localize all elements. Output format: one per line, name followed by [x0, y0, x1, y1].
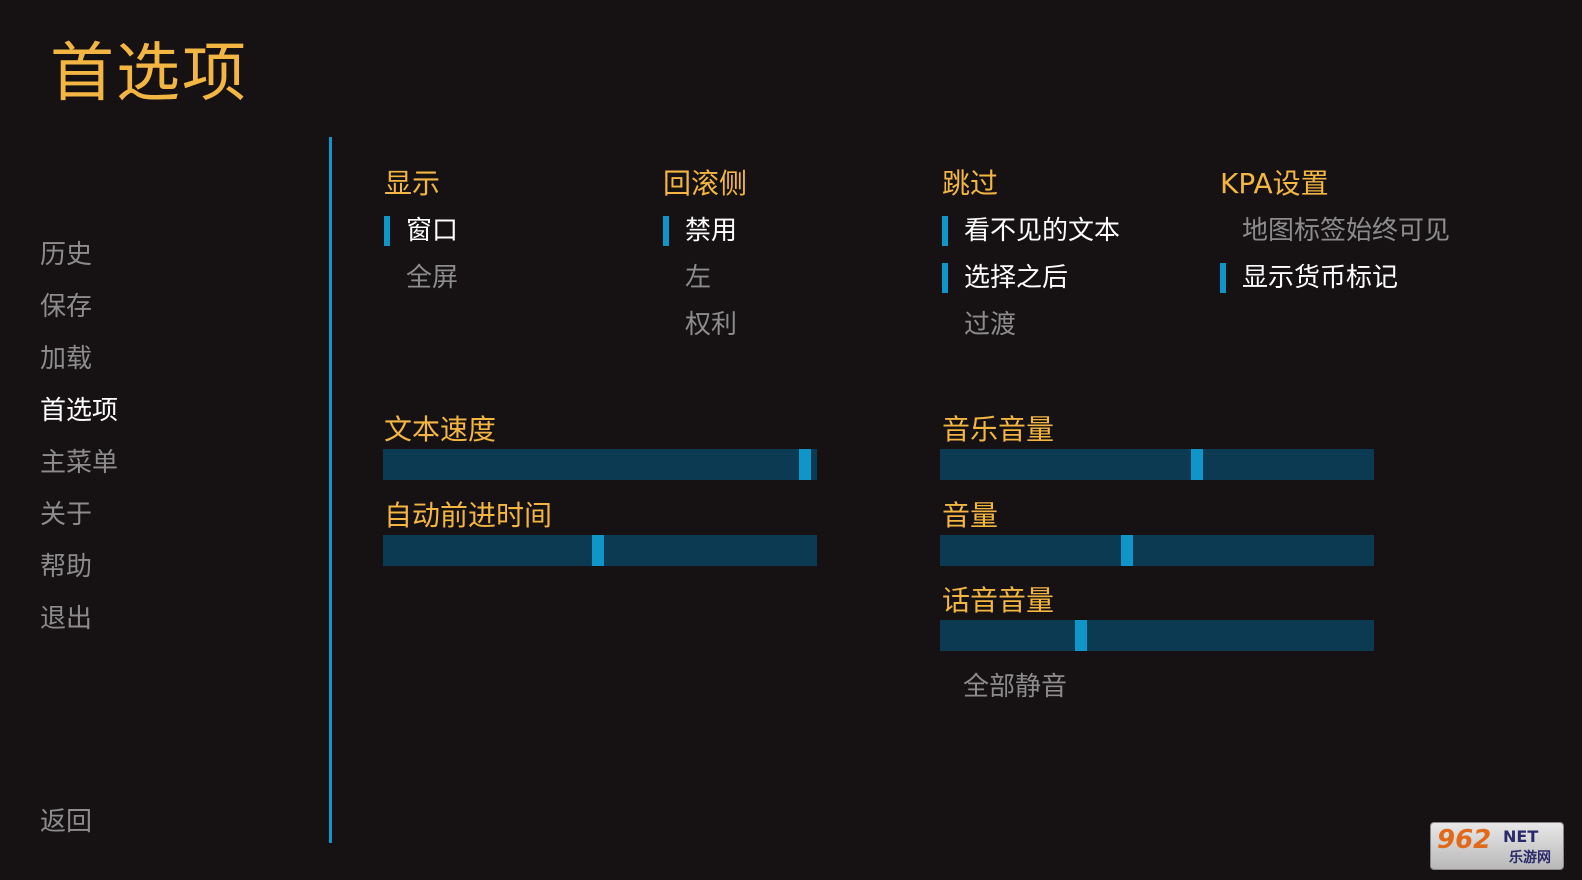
divider — [329, 137, 332, 843]
nav-item-load[interactable]: 加载 — [40, 344, 93, 374]
nav-item-preferences[interactable]: 首选项 — [40, 396, 119, 426]
skip-option-after-choices[interactable]: 选择之后 — [942, 255, 1120, 302]
display-group: 显示 窗口 全屏 — [384, 162, 458, 302]
rollback-group: 回滚侧 禁用 左 权利 — [663, 162, 747, 349]
display-option-fullscreen[interactable]: 全屏 — [406, 263, 459, 293]
kpa-option-currency-marker[interactable]: 显示货币标记 — [1220, 255, 1450, 302]
auto-forward-thumb[interactable] — [592, 535, 604, 566]
nav-item-main-menu[interactable]: 主菜单 — [40, 448, 119, 478]
nav-item-save[interactable]: 保存 — [40, 292, 93, 322]
text-speed-thumb[interactable] — [799, 449, 811, 480]
watermark-brand: 962 — [1437, 825, 1492, 855]
music-volume-label: 音乐音量 — [942, 413, 1055, 446]
mute-all-button[interactable]: 全部静音 — [963, 672, 1068, 702]
auto-forward-label: 自动前进时间 — [384, 499, 553, 532]
page-title: 首选项 — [50, 37, 248, 111]
sound-volume-thumb[interactable] — [1121, 535, 1133, 566]
music-volume-slider[interactable] — [940, 449, 1374, 480]
skip-label: 跳过 — [942, 167, 999, 200]
watermark-site: 乐游网 — [1509, 850, 1551, 866]
auto-forward-slider[interactable] — [383, 535, 817, 566]
voice-volume-thumb[interactable] — [1075, 620, 1087, 651]
kpa-option-map-labels[interactable]: 地图标签始终可见 — [1242, 216, 1451, 246]
rollback-option-disabled[interactable]: 禁用 — [663, 208, 747, 255]
skip-option-transitions[interactable]: 过渡 — [964, 310, 1017, 340]
nav-item-quit[interactable]: 退出 — [40, 604, 93, 634]
sound-volume-label: 音量 — [942, 499, 999, 532]
skip-group: 跳过 看不见的文本 选择之后 过渡 — [942, 162, 1120, 349]
display-label: 显示 — [384, 167, 441, 200]
text-speed-slider[interactable] — [383, 449, 817, 480]
rollback-label: 回滚侧 — [663, 167, 748, 200]
nav-item-history[interactable]: 历史 — [40, 240, 93, 270]
nav-item-about[interactable]: 关于 — [40, 500, 93, 530]
back-button[interactable]: 返回 — [40, 807, 93, 837]
nav-menu: 历史 保存 加载 首选项 主菜单 关于 帮助 退出 返回 — [40, 0, 300, 880]
music-volume-thumb[interactable] — [1191, 449, 1203, 480]
watermark-net: NET — [1503, 827, 1539, 846]
nav-item-help[interactable]: 帮助 — [40, 552, 93, 582]
kpa-label: KPA设置 — [1220, 167, 1329, 200]
display-option-window[interactable]: 窗口 — [384, 208, 458, 255]
sound-volume-slider[interactable] — [940, 535, 1374, 566]
voice-volume-slider[interactable] — [940, 620, 1374, 651]
watermark-logo: 962 NET 乐游网 — [1430, 822, 1564, 870]
rollback-option-right[interactable]: 权利 — [685, 310, 738, 340]
kpa-group: KPA设置 地图标签始终可见 显示货币标记 — [1220, 162, 1450, 302]
rollback-option-left[interactable]: 左 — [685, 263, 712, 293]
skip-option-unseen-text[interactable]: 看不见的文本 — [942, 208, 1120, 255]
text-speed-label: 文本速度 — [384, 413, 497, 446]
voice-volume-label: 话音音量 — [942, 584, 1055, 617]
